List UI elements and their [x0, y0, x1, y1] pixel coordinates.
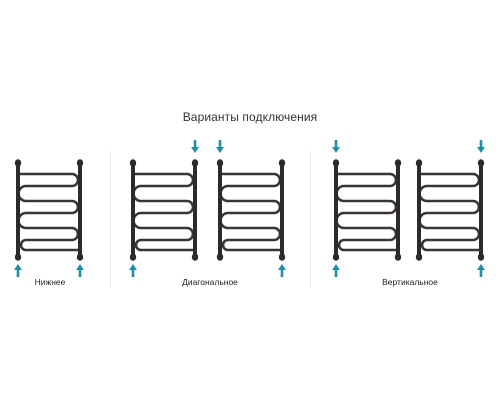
radiator-3-2 — [415, 159, 485, 261]
inlet-arrow-icon-3-2-1 — [477, 140, 485, 153]
inlet-arrow-icon-3-1-1 — [332, 140, 340, 153]
radiator-1-1 — [14, 159, 84, 261]
inlet-arrow-icon-2-1-2 — [129, 264, 137, 277]
variant-label-bottom: Нижнее — [34, 277, 66, 287]
divider-1 — [110, 150, 111, 288]
variant-label-vertical: Вертикальное — [382, 277, 438, 287]
divider-2 — [310, 150, 311, 288]
variant-label-diagonal: Диагональное — [182, 277, 238, 287]
radiator-3-1 — [332, 159, 402, 261]
inlet-arrow-icon-3-1-2 — [332, 264, 340, 277]
inlet-arrow-icon-1-1-2 — [76, 264, 84, 277]
inlet-arrow-icon-1-1-1 — [14, 264, 22, 277]
inlet-arrow-icon-3-2-2 — [477, 264, 485, 277]
inlet-arrow-icon-2-2-1 — [216, 140, 224, 153]
inlet-arrow-icon-2-2-2 — [278, 264, 286, 277]
page-title: Варианты подключения — [182, 110, 318, 124]
inlet-arrow-icon-2-1-1 — [191, 140, 199, 153]
radiator-2-2 — [216, 159, 286, 261]
radiator-2-1 — [129, 159, 199, 261]
